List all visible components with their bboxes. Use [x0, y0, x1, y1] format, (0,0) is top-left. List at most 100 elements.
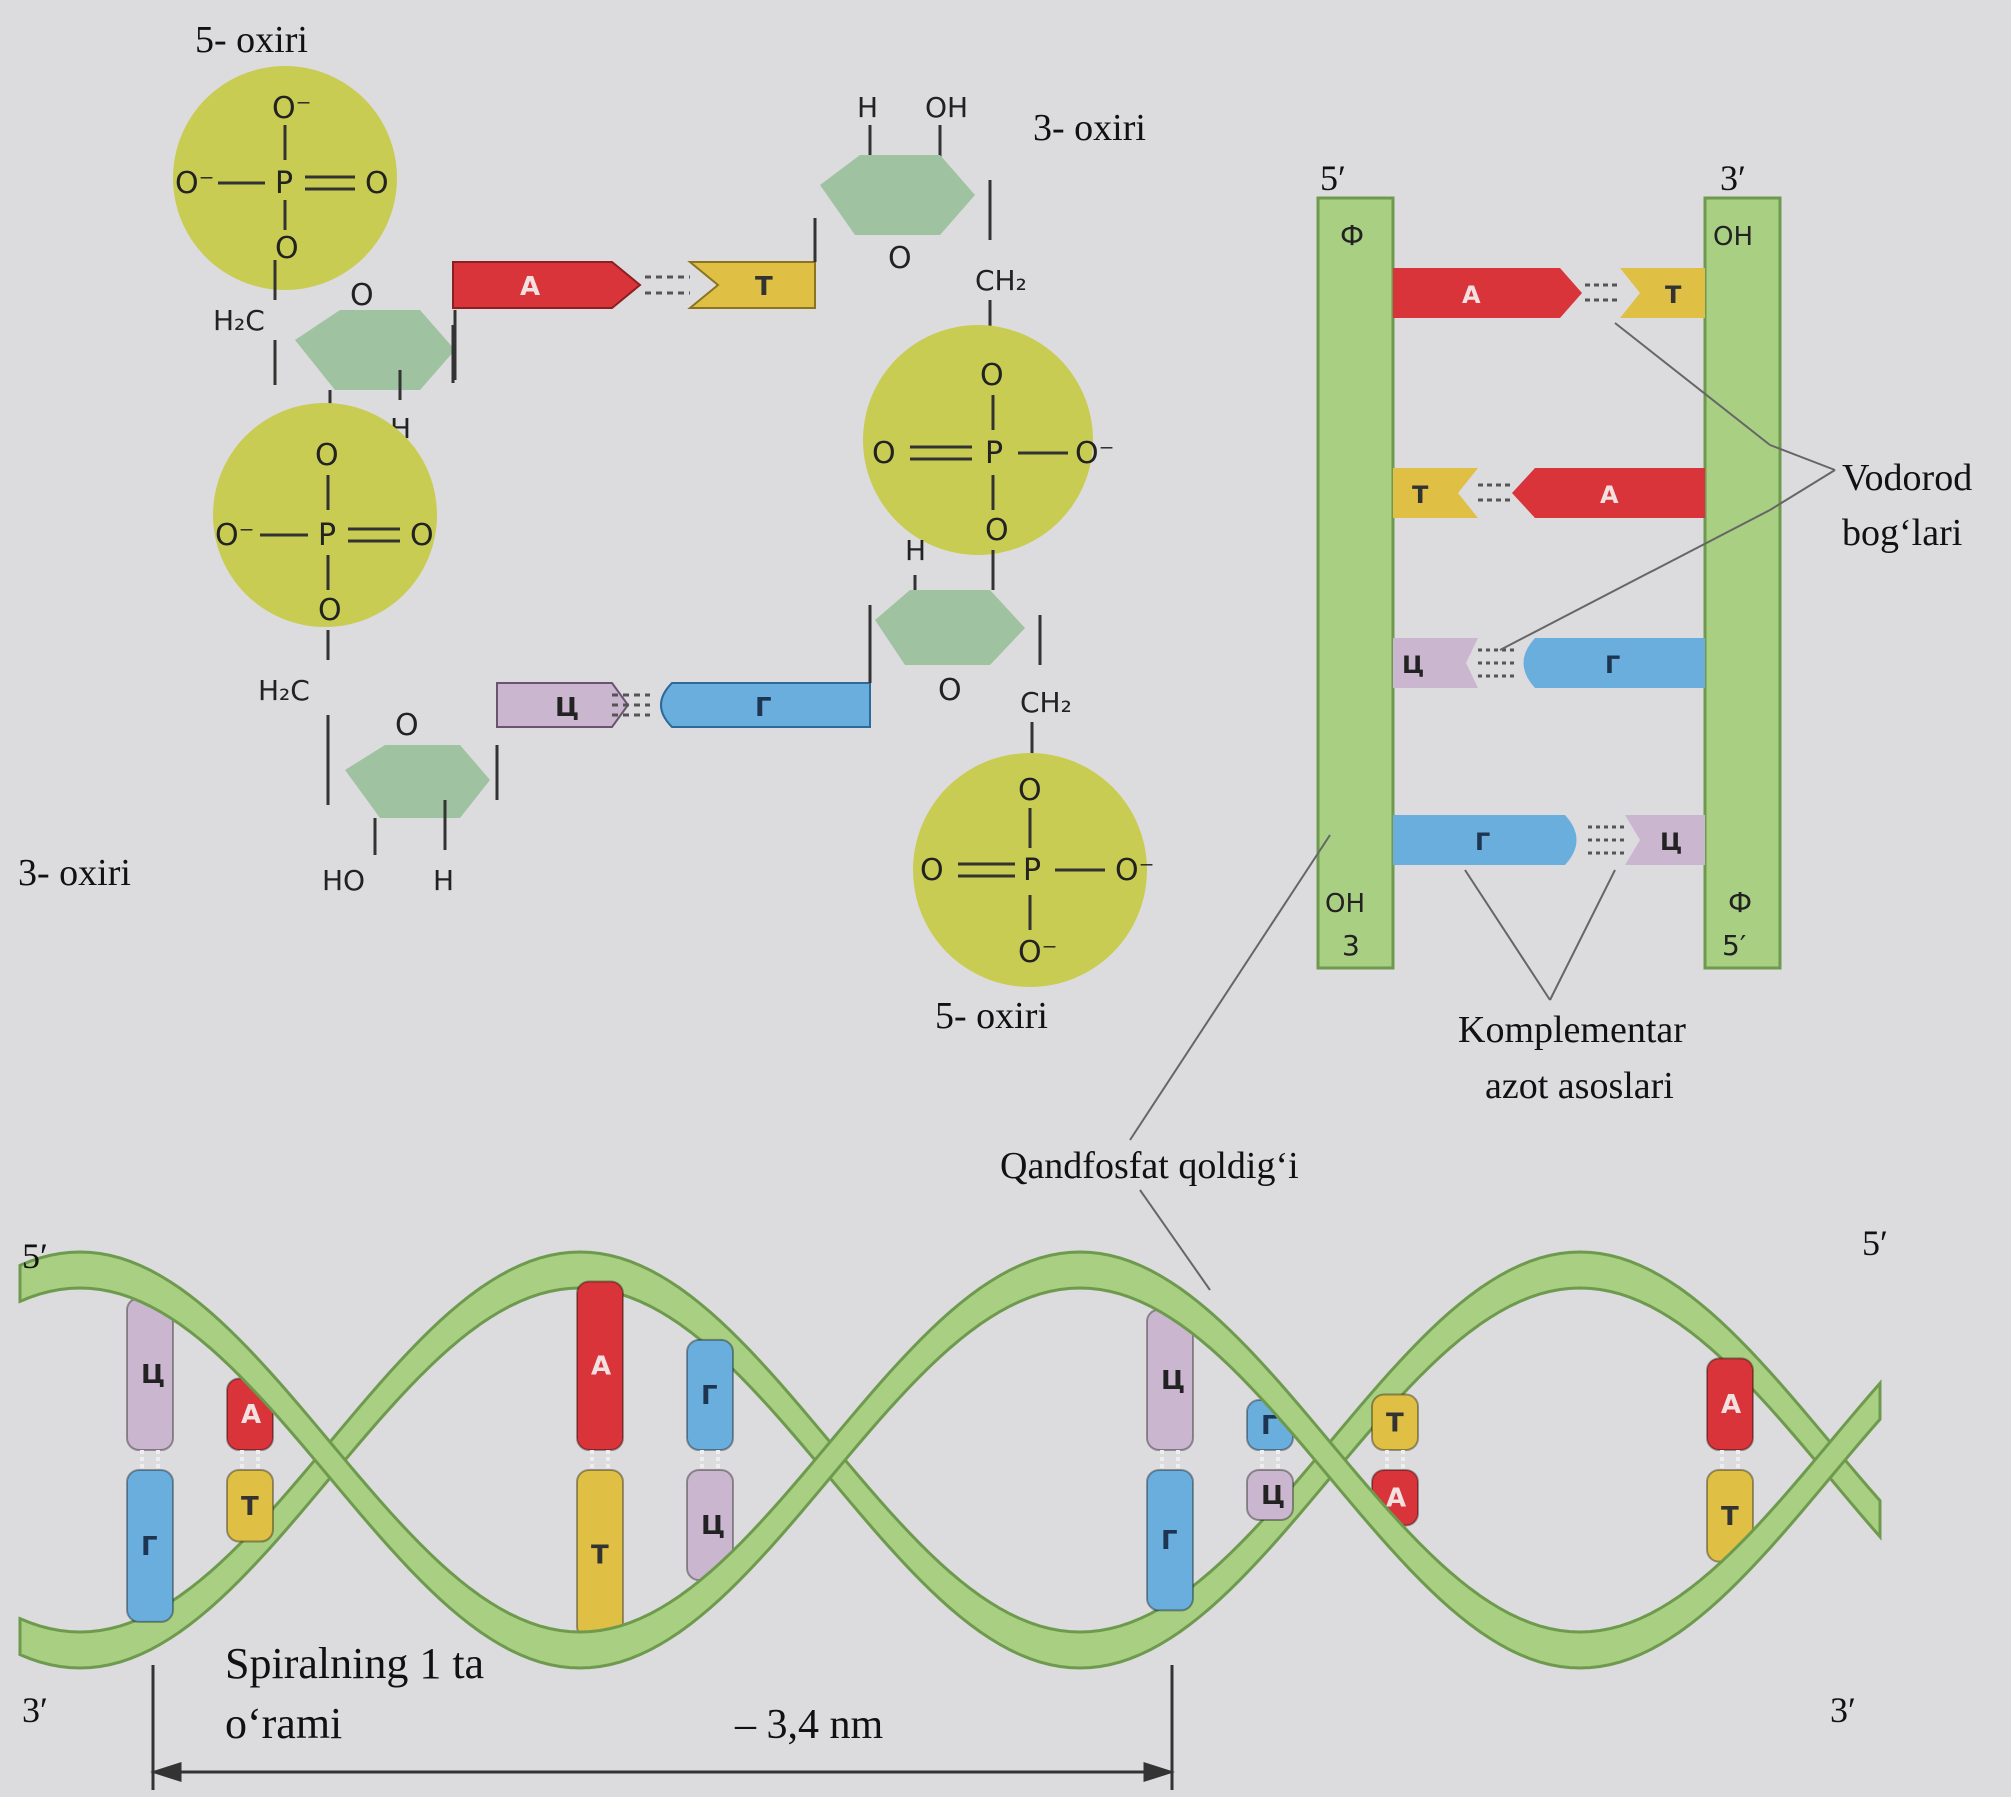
right-three-prime-label: 3- oxiri: [1033, 107, 1146, 149]
helix-base-bottom-letter: Ц: [1261, 1481, 1285, 1511]
phosphate3-right-oxygen: O⁻: [1075, 436, 1114, 471]
guanine-base: [660, 682, 871, 728]
phosphate4-right-oxygen: O⁻: [1115, 853, 1154, 888]
ladder-rung2-thymine: [1393, 468, 1478, 518]
deoxyribose-sugar-3: [820, 155, 975, 235]
phosphate4-phosphorus: P: [1023, 853, 1041, 888]
hydrogen-top: H: [857, 91, 878, 124]
helix-base-pair: ЦГ: [1146, 1308, 1194, 1612]
helix-base-pair: АТ: [576, 1280, 624, 1640]
hydrogen-mid: H: [905, 534, 926, 567]
helix-base-bottom-letter: Г: [1161, 1526, 1178, 1556]
guanine-letter: Г: [755, 693, 772, 723]
chem-base-pair-at: А Т: [451, 218, 817, 383]
cytosine-letter: Ц: [555, 693, 579, 723]
phosphate1-top-oxygen: O⁻: [272, 91, 311, 126]
thymine-base: [687, 261, 816, 309]
hydrogen-label-2: H: [433, 864, 454, 897]
phosphate2-top-oxygen: O: [315, 438, 339, 473]
phosphate2-bottom-oxygen: O: [318, 593, 342, 628]
ladder-left-phosphate-symbol: Ф: [1340, 219, 1364, 252]
helix-base-top-letter: Г: [701, 1381, 718, 1411]
helix-front-strand: [18, 1250, 1882, 1670]
deoxyribose-sugar-4: [875, 590, 1025, 665]
phosphate3-phosphorus: P: [985, 436, 1003, 471]
helix-right-three-prime: 3′: [1830, 1690, 1856, 1730]
helix-base-bottom: [226, 1469, 274, 1543]
hydroxyl-label: HO: [322, 864, 365, 897]
phosphate2-right-oxygen: O: [410, 518, 434, 553]
helix-base-bottom-letter: А: [1386, 1484, 1406, 1514]
hydroxyl-top: OH: [925, 91, 968, 124]
ladder-rung1-adenine: [1393, 268, 1582, 318]
phosphate1-right-oxygen: O: [365, 166, 389, 201]
ladder-rung4-right-letter: Ц: [1660, 828, 1682, 856]
helix-base-bottom: [1146, 1469, 1194, 1612]
ladder-left-three: 3: [1342, 929, 1360, 962]
dna-ladder-schematic: 5′ 3′ Ф OH OH 3 Ф 5′ А Т Т А Ц Г Г Ц: [1316, 158, 1782, 970]
ladder-right-backbone: [1703, 196, 1782, 970]
five-prime-end-label: 5- oxiri: [195, 19, 308, 61]
phosphate4-top-oxygen: O: [1018, 773, 1042, 808]
phosphate-group-1: [173, 66, 397, 290]
complementary-bases-label-line2: azot asoslari: [1485, 1065, 1674, 1107]
adenine-base: [452, 261, 642, 309]
pitch-dimension-arrow: [150, 1665, 1175, 1790]
ladder-rung1-thymine: [1620, 268, 1705, 318]
ch2-label-1: CH₂: [975, 264, 1027, 297]
ladder-rung4-cytosine: [1625, 815, 1705, 865]
ladder-rung3-guanine: [1523, 638, 1705, 688]
ch2-label-2: CH₂: [1020, 686, 1072, 719]
hydrogen-bonds-label-line1: Vodorod: [1842, 457, 1972, 499]
left-chemical-strand: 5- oxiri O⁻ O⁻ P O O H₂C O H: [18, 19, 499, 897]
helix-base-top-letter: Т: [1386, 1408, 1404, 1438]
helix-base-bottom-letter: Ц: [701, 1511, 725, 1541]
phosphate4-left-oxygen: O: [920, 853, 944, 888]
ring-oxygen-3: O: [888, 241, 912, 276]
right-five-prime-label: 5- oxiri: [935, 995, 1048, 1037]
sugar-phosphate-label: Qandfosfat qoldig‘i: [1000, 1145, 1299, 1187]
helix-strand-front-ribbon: [18, 1250, 1882, 1670]
ladder-left-backbone: [1316, 196, 1395, 970]
deoxyribose-sugar-2: [345, 745, 490, 818]
ladder-right-hydroxyl: OH: [1713, 222, 1753, 252]
helix-base-top-letter: Ц: [1161, 1366, 1185, 1396]
ladder-rung3-right-letter: Г: [1605, 651, 1620, 679]
phosphate3-left-oxygen: O: [872, 436, 896, 471]
right-chemical-strand: H OH 3- oxiri O CH₂ O O P O⁻ O H: [820, 91, 1154, 1037]
helix-turn-label-line2: o‘rami: [225, 1699, 342, 1748]
helix-base-pair: ГЦ: [686, 1338, 734, 1582]
helix-strand-back-ribbon: [18, 1250, 1882, 1670]
three-prime-end-label: 3- oxiri: [18, 852, 131, 894]
helix-base-pair: ЦГ: [126, 1297, 174, 1623]
helix-right-five-prime: 5′: [1862, 1223, 1888, 1263]
helix-base-top: [686, 1338, 734, 1451]
helix-base-bottom-letter: Г: [141, 1532, 158, 1562]
helix-base-bottom: [1246, 1469, 1294, 1521]
ladder-rung1-right-letter: Т: [1665, 281, 1682, 309]
helix-base-top-letter: Ц: [141, 1360, 165, 1390]
callout-lines: [1129, 322, 1836, 1291]
helix-base-top: [576, 1280, 624, 1451]
ring-oxygen-4: O: [938, 673, 962, 708]
helix-back-strand: [18, 1250, 1882, 1670]
phosphate-group-3: [863, 325, 1093, 555]
chem-base-pair-cg: Ц Г: [496, 608, 872, 728]
ladder-right-phosphate-symbol: Ф: [1728, 886, 1752, 919]
ladder-left-five-prime: 5′: [1320, 158, 1346, 198]
ladder-right-five: 5′: [1722, 929, 1746, 962]
helix-base-bottom-letter: Т: [241, 1492, 259, 1522]
phosphate4-bottom-oxygen: O⁻: [1018, 935, 1057, 970]
helix-base-pair: АТ: [1706, 1357, 1754, 1563]
ladder-rung2-left-letter: Т: [1412, 481, 1429, 509]
helix-base-top-letter: А: [241, 1400, 261, 1430]
phosphate1-left-oxygen: O⁻: [175, 166, 214, 201]
ring-oxygen-1: O: [350, 278, 374, 313]
ladder-rung1-left-letter: А: [1462, 281, 1481, 309]
phosphate3-bottom-oxygen: O: [985, 513, 1009, 548]
phosphate-group-2: [213, 403, 437, 627]
helix-base-top-letter: А: [591, 1352, 611, 1382]
